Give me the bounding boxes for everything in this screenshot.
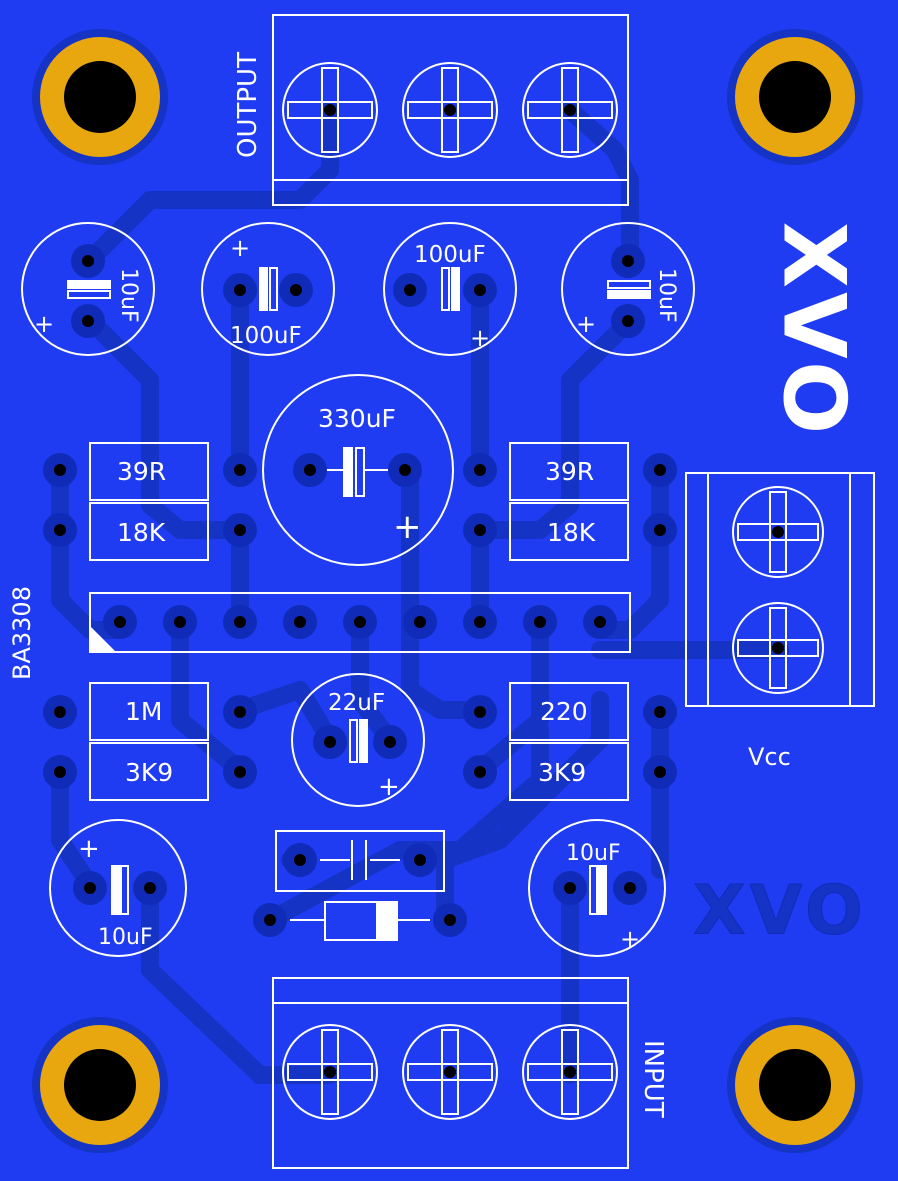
resistor xyxy=(89,502,209,561)
input-terminal-block xyxy=(272,977,629,1169)
capacitor-100uF-out-mid-left xyxy=(201,222,335,356)
mounting-hole-bottom-right xyxy=(727,1017,863,1153)
mounting-holes xyxy=(32,29,863,1153)
cap-label-in-left: 10uF xyxy=(98,925,153,950)
screw-terminal xyxy=(402,62,498,158)
cap-label-out-right: 10uF xyxy=(654,268,679,323)
cap-label-out-mid-left: 100uF xyxy=(230,323,302,349)
res-label-bottom-right-2: 3K9 xyxy=(538,758,586,787)
resistor xyxy=(89,442,209,501)
res-label-top-right: 39R xyxy=(545,457,594,486)
screw-terminal xyxy=(282,1024,378,1120)
resistors xyxy=(89,442,629,801)
cap-label-center: 330uF xyxy=(318,404,396,433)
capacitor-10uF-in-right xyxy=(528,819,666,957)
xvo-logo-vertical: XVO xyxy=(764,222,864,438)
cap-label-in-right: 10uF xyxy=(566,841,621,866)
resistor xyxy=(509,682,629,741)
capacitor-10uF-out-right xyxy=(561,222,695,356)
logo-text-vertical: XVO xyxy=(764,222,864,438)
cap-label-out-mid-right: 100uF xyxy=(414,242,486,268)
capacitor-10uF-in-left xyxy=(49,819,187,957)
res-label-top-left: 39R xyxy=(117,457,166,486)
plus-mark: + xyxy=(230,234,250,262)
xvo-logo-horizontal: XVO xyxy=(693,871,867,951)
plus-mark: + xyxy=(393,507,422,547)
ic-ba3308-outline xyxy=(89,592,631,653)
plus-mark: + xyxy=(78,834,100,864)
res-label-second-right: 18K xyxy=(547,518,596,547)
resistor xyxy=(89,682,209,741)
resistor xyxy=(509,502,629,561)
res-label-bottom-left-1: 1M xyxy=(125,697,162,726)
vcc-terminal-block xyxy=(685,472,875,707)
resistor xyxy=(89,742,209,801)
screw-terminal xyxy=(522,62,618,158)
capacitor-10uF-out-left xyxy=(21,222,155,356)
mounting-hole-bottom-left xyxy=(32,1017,168,1153)
capacitor-22uF-feedback xyxy=(291,673,425,807)
plus-mark: + xyxy=(620,925,640,953)
screw-terminal xyxy=(402,1024,498,1120)
screw-terminal xyxy=(732,486,824,578)
screw-terminal xyxy=(732,602,824,694)
mounting-hole-top-left xyxy=(32,29,168,165)
diode xyxy=(290,901,430,941)
mounting-hole-top-right xyxy=(727,29,863,165)
plus-mark: + xyxy=(576,310,596,338)
plus-mark: + xyxy=(378,772,400,802)
resistor xyxy=(509,442,629,501)
pads xyxy=(43,244,677,937)
logo-text-horizontal: XVO xyxy=(693,872,867,951)
ic-label: BA3308 xyxy=(8,586,36,680)
capacitor-100uF-out-mid-right xyxy=(383,222,517,356)
cap-label-out-left: 10uF xyxy=(116,268,141,323)
res-label-bottom-right-1: 220 xyxy=(540,697,588,726)
ceramic-capacitor xyxy=(275,830,445,892)
res-label-bottom-left-2: 3K9 xyxy=(125,758,173,787)
resistor xyxy=(509,742,629,801)
plus-mark: + xyxy=(34,310,54,338)
output-terminal-block xyxy=(272,14,629,206)
plus-mark: + xyxy=(470,324,490,352)
screw-terminal xyxy=(522,1024,618,1120)
screw-terminal xyxy=(282,62,378,158)
vcc-label: Vcc xyxy=(748,743,791,771)
output-label: OUTPUT xyxy=(233,52,263,158)
res-label-second-left: 18K xyxy=(117,518,166,547)
input-label: INPUT xyxy=(638,1040,668,1118)
cap-label-feedback: 22uF xyxy=(328,690,385,716)
